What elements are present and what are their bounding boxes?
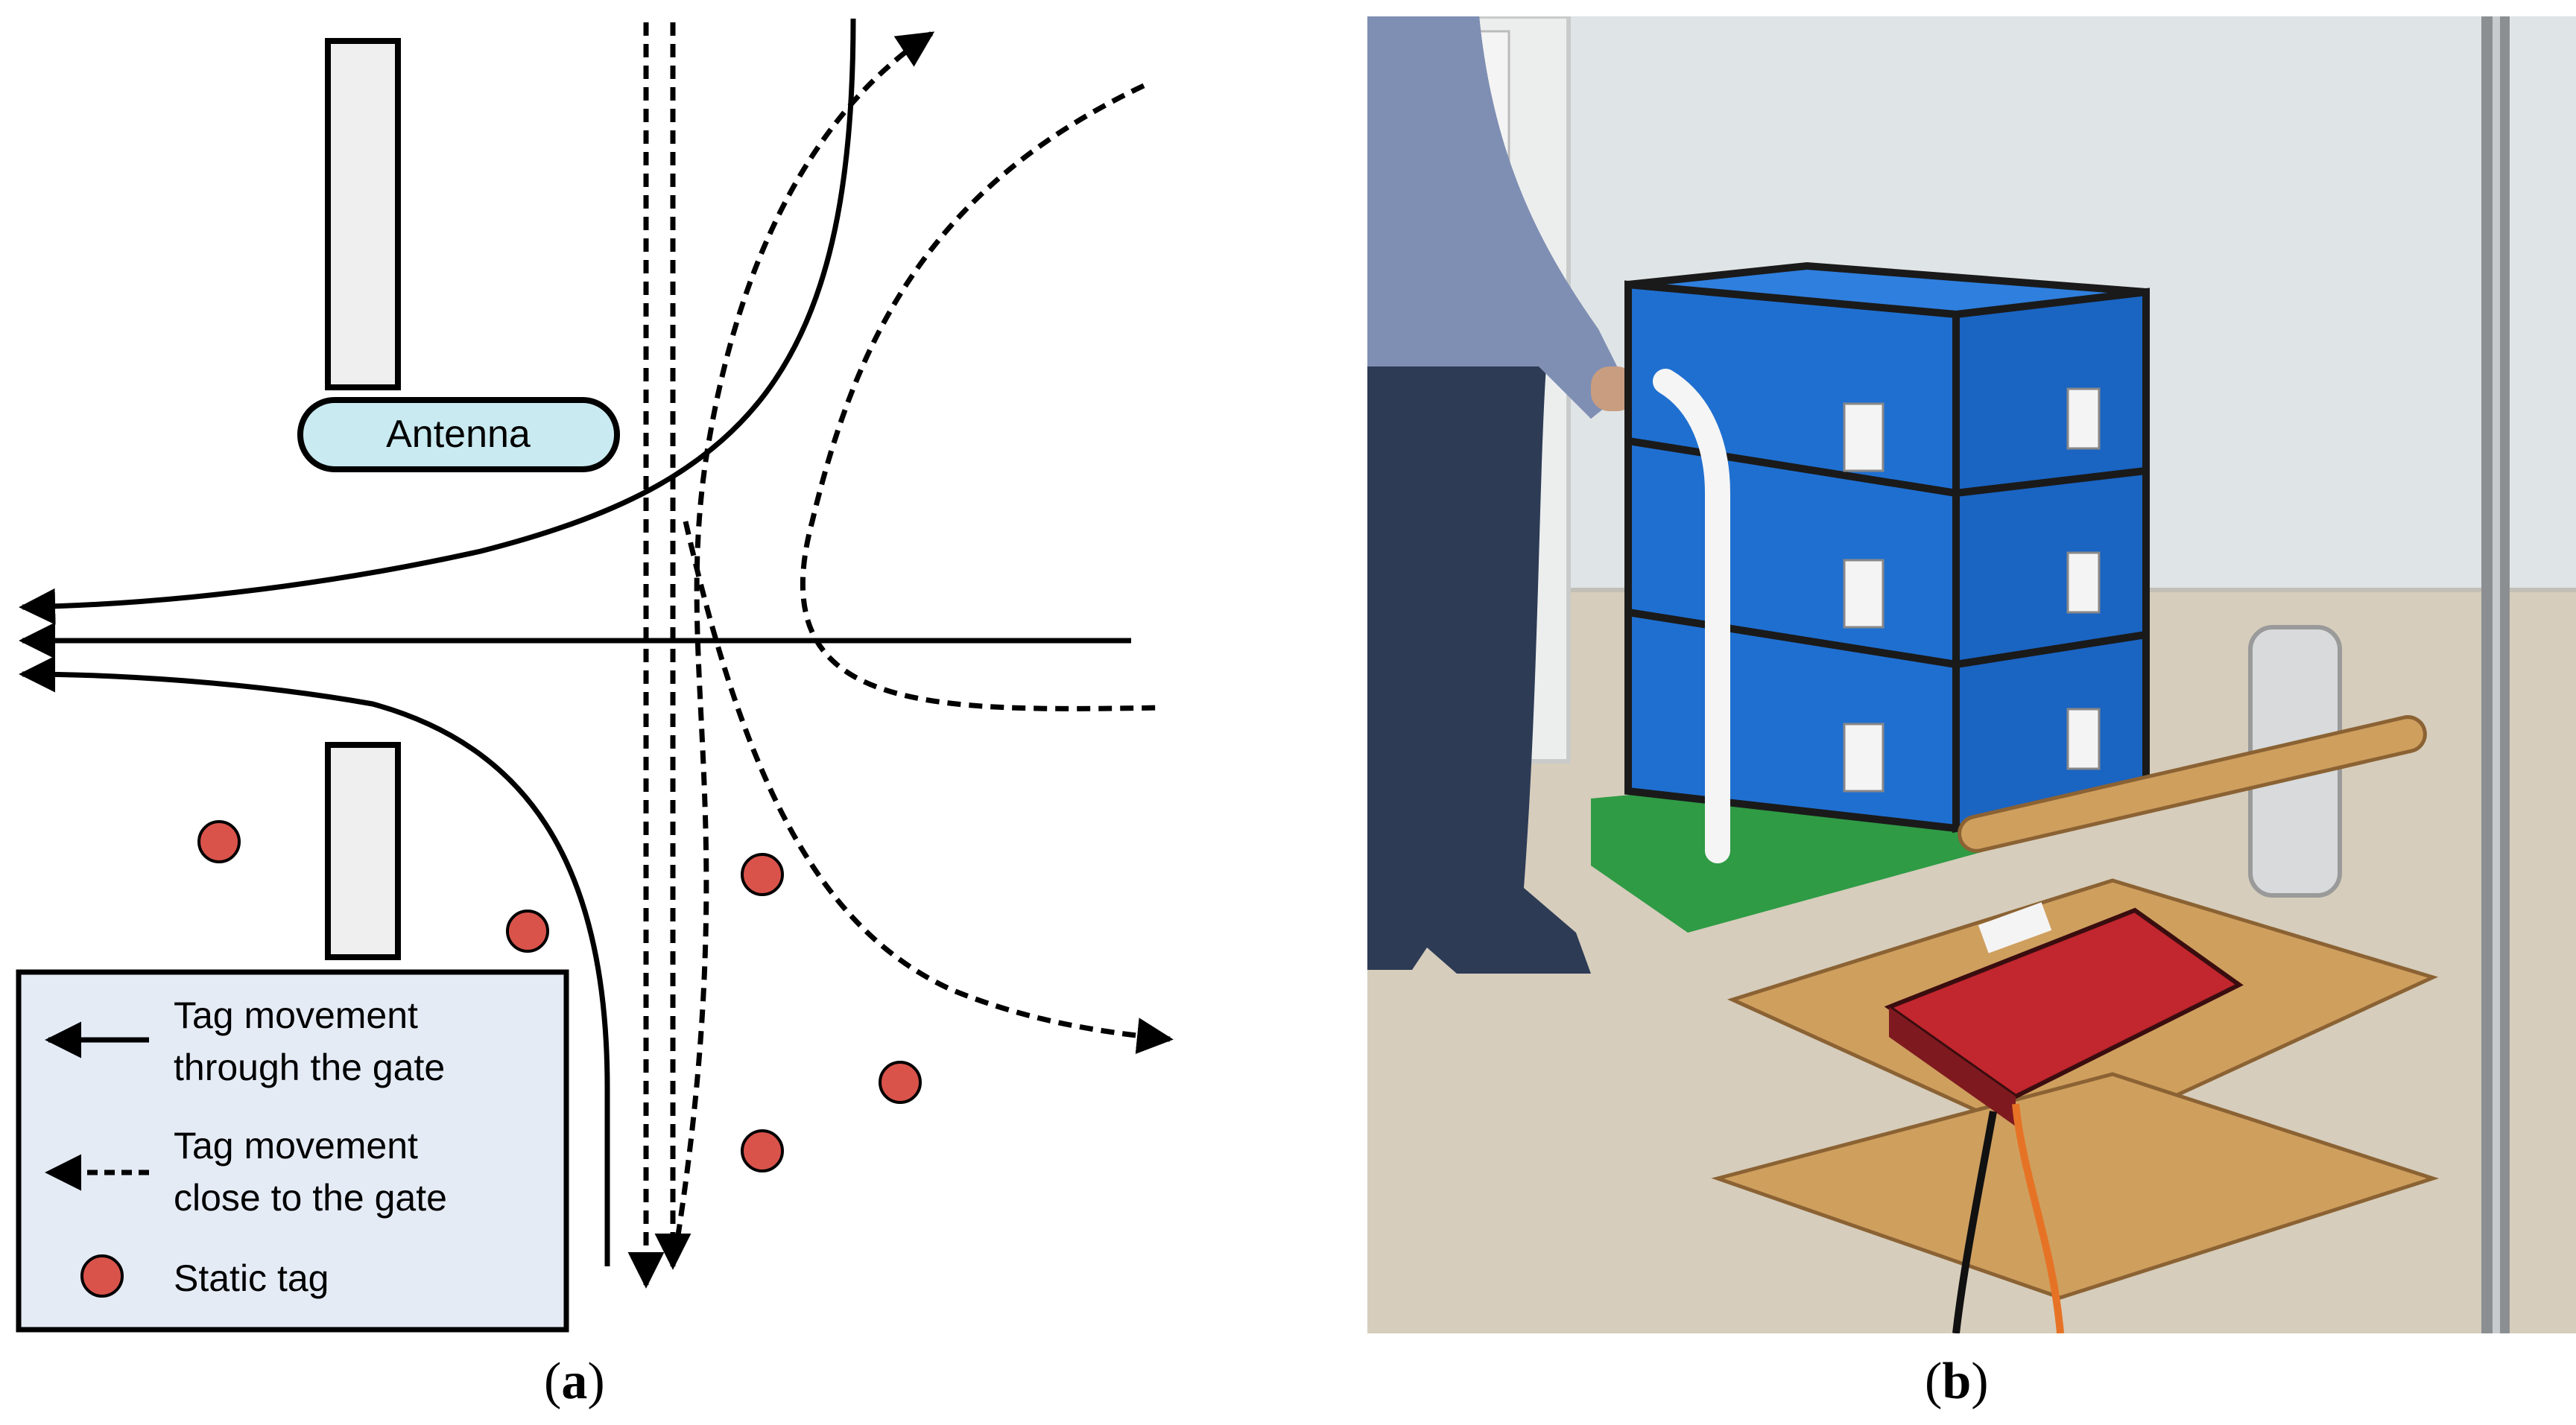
caption-a: (a) (544, 1353, 605, 1410)
static-tag (506, 910, 549, 953)
dashed-path-right-curve (800, 83, 1163, 711)
crate-tag-label (1843, 402, 1884, 472)
caption-b: (b) (1925, 1353, 1989, 1410)
caption-a-letter: a (561, 1353, 588, 1410)
trolley-handle (1653, 369, 1730, 863)
solid-path-lower (19, 656, 610, 1266)
lower-pillar (325, 742, 401, 960)
legend-static-text: Static tag (174, 1257, 329, 1299)
legend-solid-text-1: Tag movement (174, 994, 418, 1036)
legend-box (16, 969, 569, 1333)
dashed-path-rising (671, 31, 935, 1260)
crate-tag-label (1843, 723, 1884, 793)
caption-b-letter: b (1942, 1353, 1972, 1410)
crate-tag-label (2066, 387, 2101, 450)
legend-dashed-text-2: close to the gate (174, 1177, 447, 1219)
solid-path-upper (19, 18, 856, 625)
gate-diagram: Antenna Tag movement through the gate Ta… (16, 18, 1174, 1333)
antenna-box (297, 397, 620, 472)
gate-photo (1367, 16, 2576, 1333)
legend-dashed-text-1: Tag movement (174, 1125, 418, 1167)
static-tag (741, 1129, 784, 1172)
antenna-label: Antenna (386, 413, 531, 456)
dashed-path-sweep (683, 521, 1174, 1054)
crate-tag-label (2066, 708, 2101, 770)
upper-pillar (325, 38, 401, 390)
crate-tag-label (1843, 559, 1884, 629)
crate-tag-label (2066, 551, 2101, 614)
static-tag (741, 853, 784, 896)
static-tag (879, 1061, 922, 1104)
legend-static-tag-icon (80, 1254, 124, 1298)
static-tag (197, 820, 241, 863)
legend-solid-text-2: through the gate (174, 1047, 445, 1088)
